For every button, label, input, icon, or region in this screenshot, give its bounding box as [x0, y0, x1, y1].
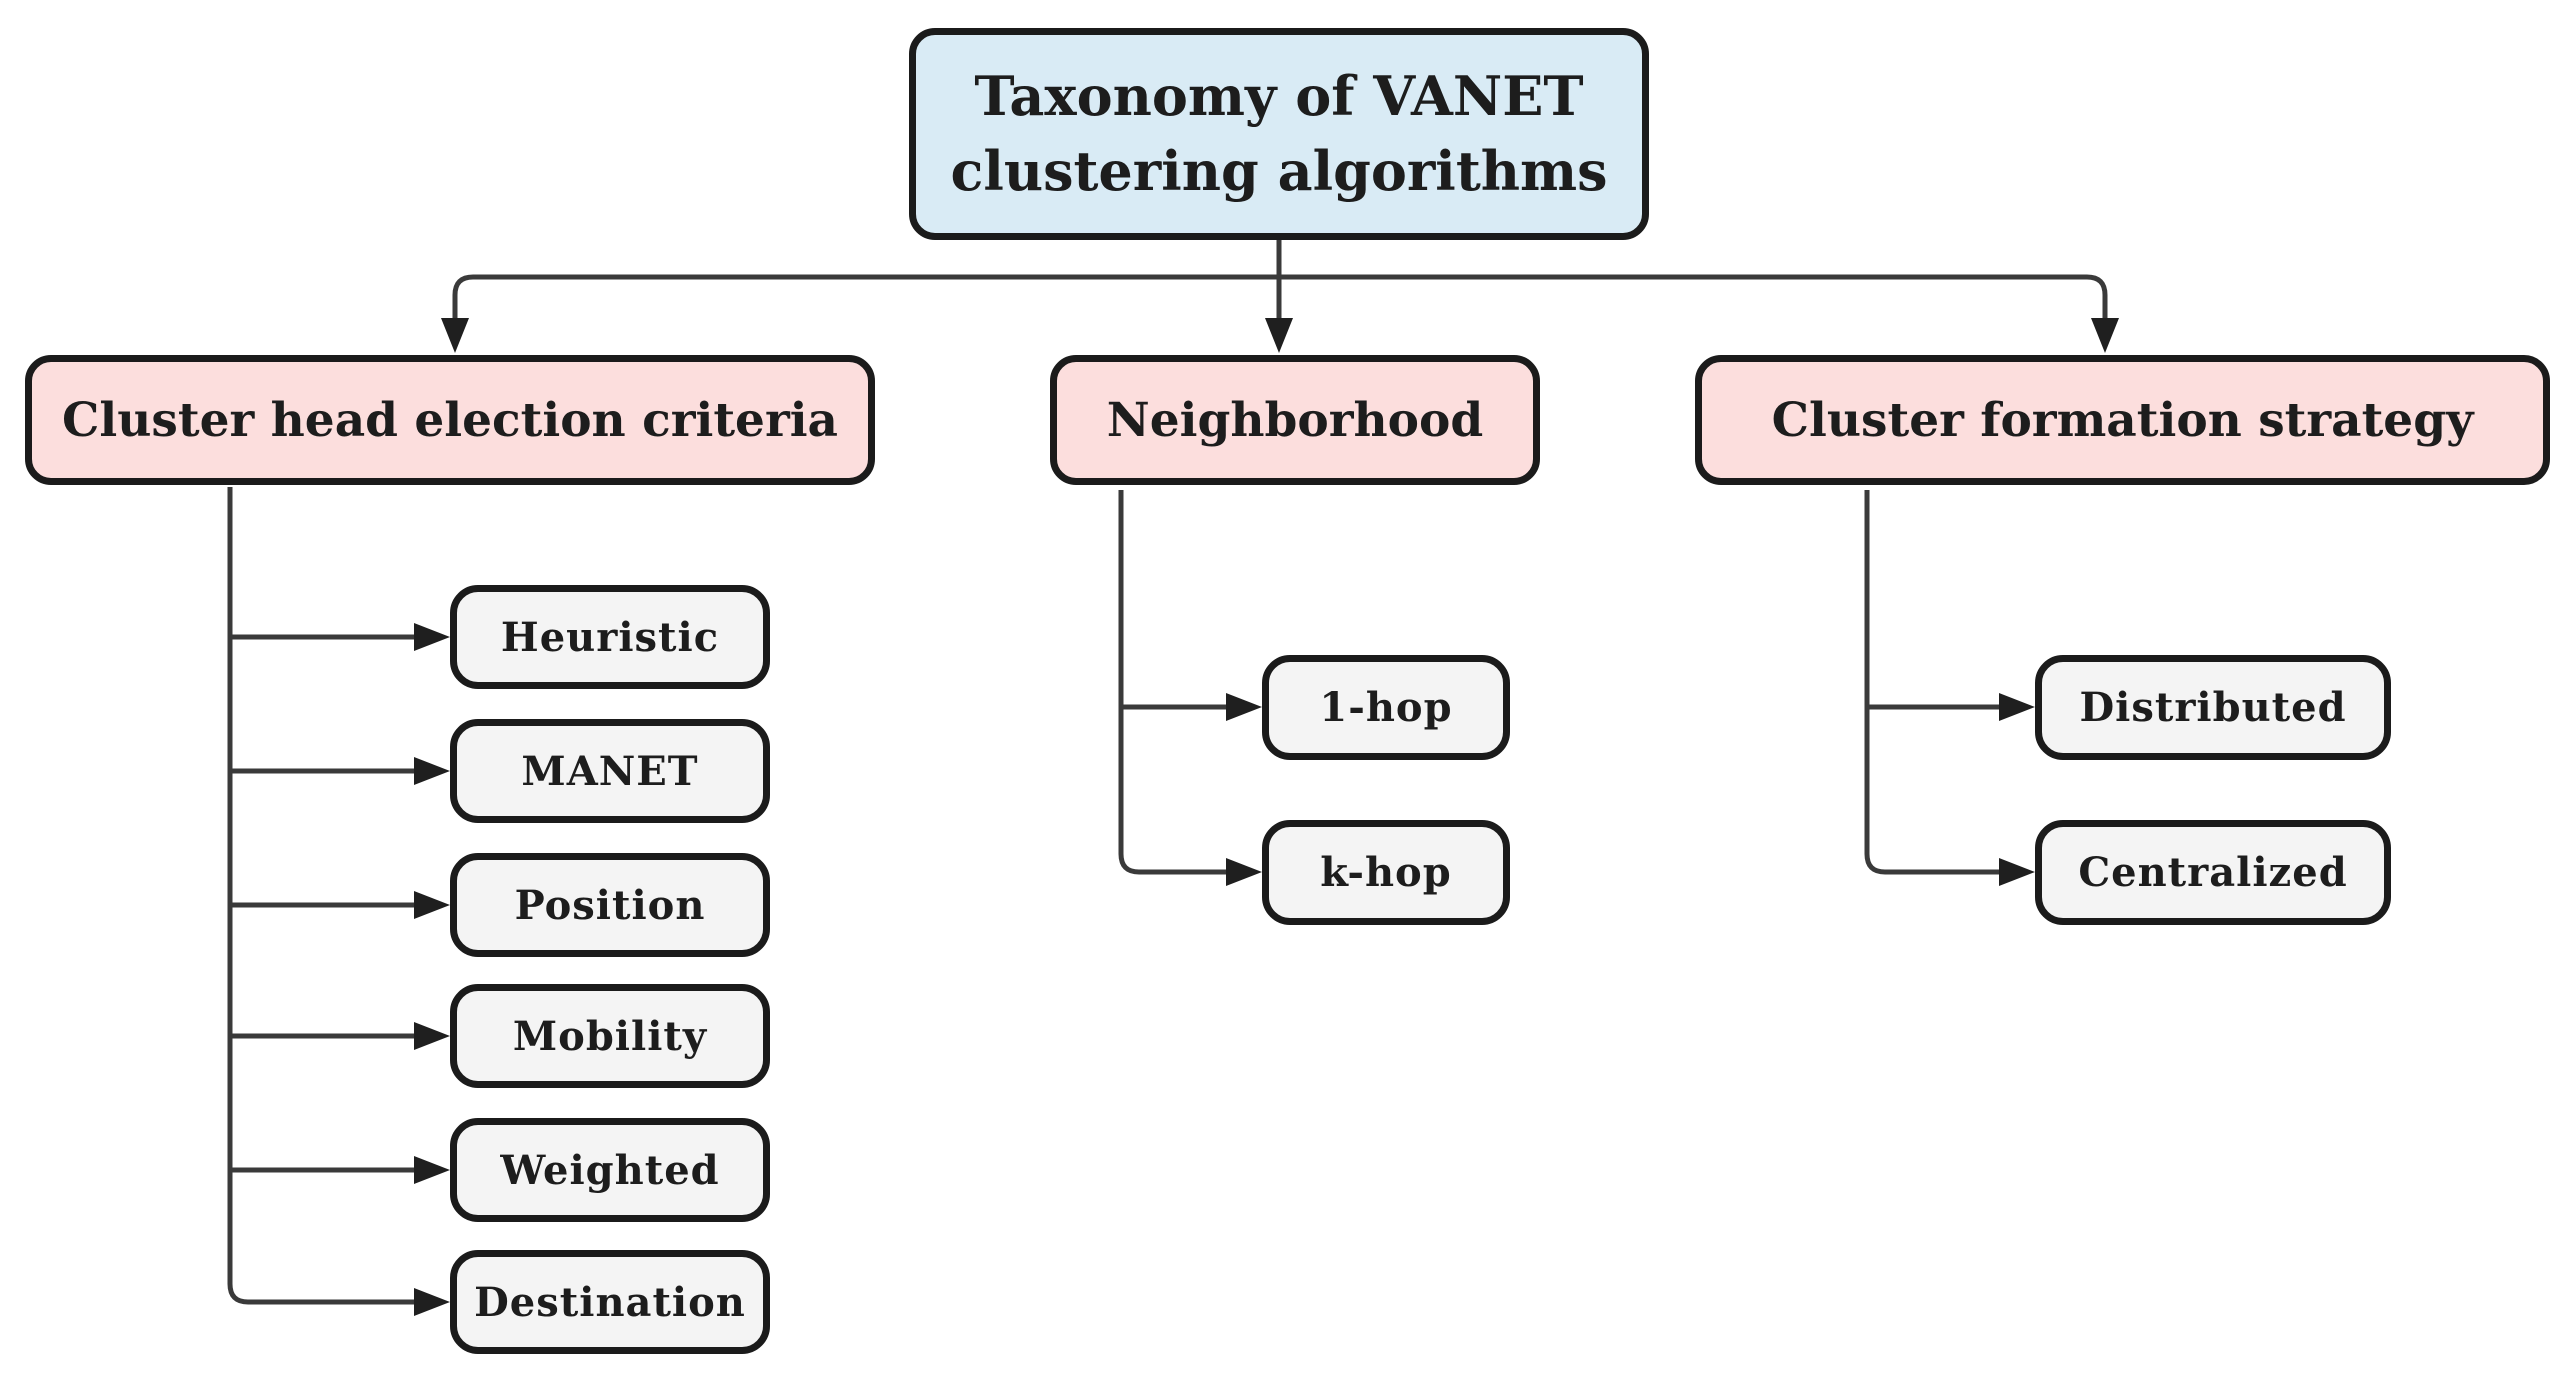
neighborhood-branch-connector: [1118, 490, 1262, 886]
root-branch-connector: [441, 240, 2119, 353]
leaf-node-mobility: Mobility: [450, 984, 770, 1088]
leaf-node-heuristic: Heuristic: [450, 585, 770, 689]
leaf-node-weighted: Weighted: [450, 1118, 770, 1222]
leaf-node-k-hop: k-hop: [1262, 820, 1510, 925]
arrowhead: [1226, 858, 1262, 886]
arrowhead: [2091, 318, 2119, 353]
leaf-node-distributed: Distributed: [2035, 655, 2391, 760]
branch-node-cluster-formation: Cluster formation strategy: [1695, 355, 2550, 485]
arrowhead: [414, 757, 450, 785]
election-branch-connector: [227, 487, 450, 1316]
arrowhead: [414, 891, 450, 919]
arrowhead: [414, 1288, 450, 1316]
branch-node-neighborhood: Neighborhood: [1050, 355, 1540, 485]
leaf-node-1-hop: 1-hop: [1262, 655, 1510, 760]
leaf-node-position: Position: [450, 853, 770, 957]
arrowhead: [414, 623, 450, 651]
root-node-taxonomy: Taxonomy of VANET clustering algorithms: [909, 28, 1649, 240]
leaf-node-manet: MANET: [450, 719, 770, 823]
leaf-node-destination: Destination: [450, 1250, 770, 1354]
formation-branch-connector: [1864, 490, 2035, 886]
branch-node-cluster-head-election: Cluster head election criteria: [25, 355, 875, 485]
arrowhead: [414, 1022, 450, 1050]
arrowhead: [441, 318, 469, 353]
arrowhead: [1999, 858, 2035, 886]
leaf-node-centralized: Centralized: [2035, 820, 2391, 925]
arrowhead: [1999, 693, 2035, 721]
arrowhead: [1265, 318, 1293, 353]
arrowhead: [1226, 693, 1262, 721]
arrowhead: [414, 1156, 450, 1184]
